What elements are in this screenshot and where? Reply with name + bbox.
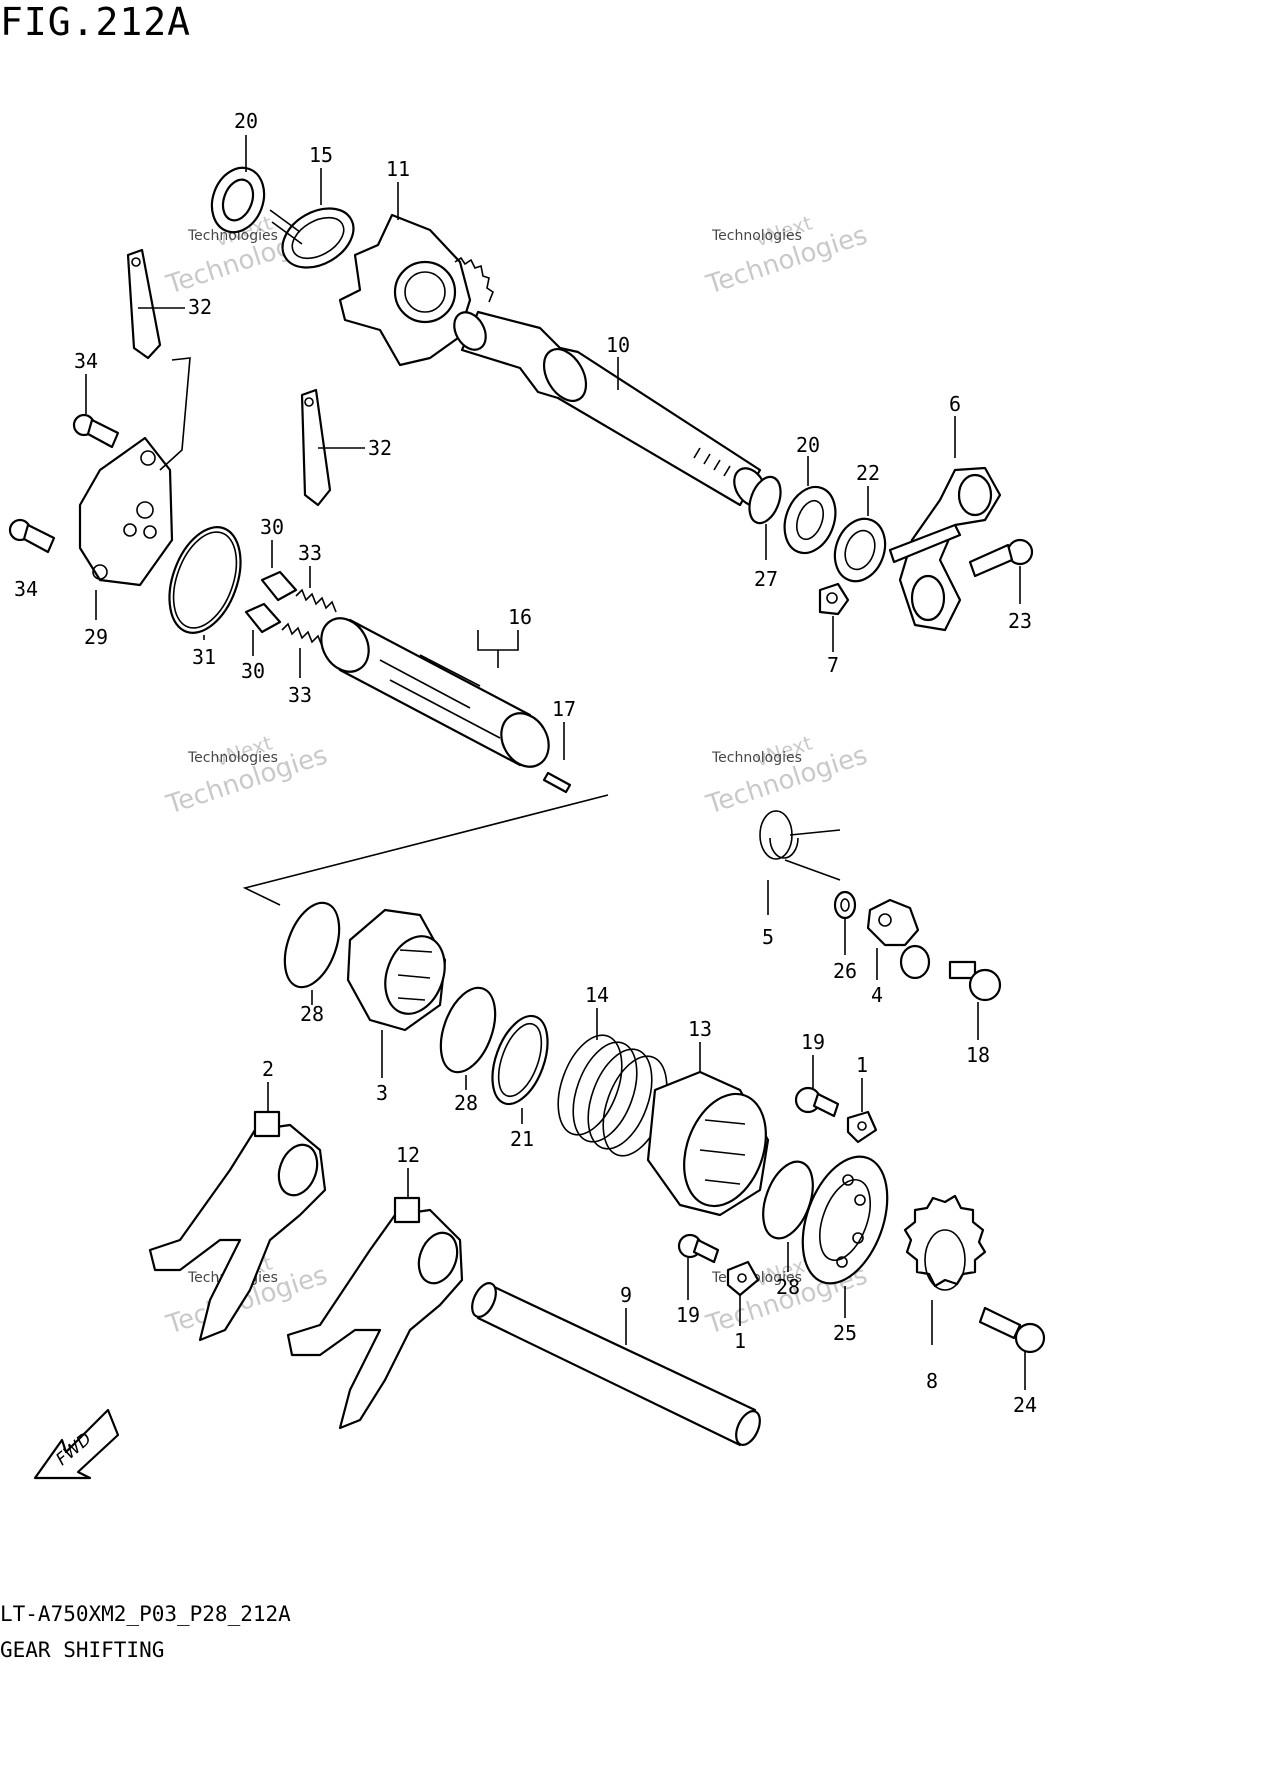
clip-32-middle bbox=[300, 388, 332, 507]
oil-seal-22 bbox=[833, 517, 887, 583]
callout-label: 28 bbox=[454, 1091, 478, 1115]
callout-label: 1 bbox=[734, 1329, 746, 1353]
bolt-34-upper bbox=[72, 413, 120, 449]
figure-name: GEAR SHIFTING bbox=[0, 1638, 165, 1662]
callout-label: 32 bbox=[368, 436, 392, 460]
fork-shaft-9 bbox=[471, 1282, 761, 1447]
circlip-27 bbox=[748, 475, 782, 525]
cover-29 bbox=[78, 357, 191, 587]
shift-cam-16 bbox=[320, 617, 550, 768]
callout-label: 22 bbox=[856, 461, 880, 485]
pin-17 bbox=[542, 771, 572, 794]
callout-label: 20 bbox=[796, 433, 820, 457]
washer-20-top bbox=[210, 166, 266, 234]
callout-label: 3 bbox=[376, 1081, 388, 1105]
washer-26 bbox=[833, 890, 857, 920]
gear-8 bbox=[903, 1194, 987, 1291]
callout-label: 17 bbox=[552, 697, 576, 721]
callout-label: 12 bbox=[396, 1143, 420, 1167]
callout-label: 15 bbox=[309, 143, 333, 167]
watermark-caption: Technologies bbox=[187, 750, 278, 766]
callout-label: 11 bbox=[386, 157, 410, 181]
callout-label: 28 bbox=[776, 1275, 800, 1299]
callout-label: 1 bbox=[856, 1053, 868, 1077]
callout-label: 23 bbox=[1008, 609, 1032, 633]
callout-label: 16 bbox=[508, 605, 532, 629]
leader-lines bbox=[85, 135, 1026, 1390]
callout-label: 19 bbox=[801, 1030, 825, 1054]
callout-label: 4 bbox=[871, 983, 883, 1007]
plate-1-lower bbox=[726, 1260, 760, 1297]
callout-label: 6 bbox=[949, 392, 961, 416]
callout-label: 25 bbox=[833, 1321, 857, 1345]
bolt-19-lower bbox=[677, 1233, 720, 1264]
watermark-caption: Technologies bbox=[711, 228, 802, 244]
fwd-arrow-icon: FWD bbox=[33, 1408, 120, 1480]
o-ring-31 bbox=[168, 526, 242, 634]
callout-label: 31 bbox=[192, 645, 216, 669]
callout-label: 10 bbox=[606, 333, 630, 357]
plate-1-upper bbox=[846, 1110, 878, 1144]
callout-label: 33 bbox=[288, 683, 312, 707]
circlip-28-left bbox=[283, 901, 341, 989]
washer-21 bbox=[491, 1014, 549, 1106]
gearshift-lever-6 bbox=[888, 466, 1002, 632]
figure-title: FIG.212A bbox=[0, 0, 192, 44]
stopper-4 bbox=[866, 898, 931, 980]
shift-fork-12 bbox=[286, 1196, 464, 1430]
bolt-23 bbox=[968, 538, 1034, 578]
callout-label: 8 bbox=[926, 1369, 938, 1393]
figure-code: LT-A750XM2_P03_P28_212A bbox=[0, 1602, 291, 1626]
washer-20-right bbox=[783, 485, 837, 555]
callout-label: 18 bbox=[966, 1043, 990, 1067]
bolt-19-upper bbox=[794, 1086, 840, 1118]
assembly-boundary-line bbox=[242, 794, 609, 906]
callout-label: 20 bbox=[234, 109, 258, 133]
pin-30-lower bbox=[244, 602, 282, 634]
shift-fork-2 bbox=[148, 1110, 327, 1342]
callout-label: 21 bbox=[510, 1127, 534, 1151]
callout-label: 32 bbox=[188, 295, 212, 319]
watermark-caption: Technologies bbox=[187, 228, 278, 244]
bolt-24 bbox=[978, 1306, 1046, 1354]
callout-label: 19 bbox=[676, 1303, 700, 1327]
gearshift-arm-11 bbox=[338, 213, 494, 367]
callout-label: 7 bbox=[827, 653, 839, 677]
spring-33-lower bbox=[281, 622, 323, 647]
callout-label: 27 bbox=[754, 567, 778, 591]
callout-label: 9 bbox=[620, 1283, 632, 1307]
spring-5 bbox=[759, 810, 841, 881]
watermark-caption: Technologies bbox=[711, 750, 802, 766]
return-spring-15 bbox=[269, 207, 355, 269]
callout-label: 34 bbox=[14, 577, 38, 601]
callout-label: 34 bbox=[74, 349, 98, 373]
callout-label: 24 bbox=[1013, 1393, 1037, 1417]
callout-label: 13 bbox=[688, 1017, 712, 1041]
callout-label: 5 bbox=[762, 925, 774, 949]
circlip-28-middle bbox=[439, 986, 497, 1074]
callout-label: 30 bbox=[260, 515, 284, 539]
callout-label: 26 bbox=[833, 959, 857, 983]
nut-7 bbox=[818, 582, 850, 616]
clip-32-upper bbox=[126, 248, 162, 360]
callout-label: 14 bbox=[585, 983, 609, 1007]
callout-label: 28 bbox=[300, 1002, 324, 1026]
bearing-25 bbox=[801, 1155, 889, 1285]
bolt-18 bbox=[948, 960, 1002, 1002]
cam-guide-3 bbox=[346, 908, 447, 1032]
bolt-34-lower bbox=[8, 518, 56, 554]
callout-label: 2 bbox=[262, 1057, 274, 1081]
pawl-lifter-13 bbox=[646, 1070, 770, 1217]
pin-30-upper bbox=[260, 570, 298, 602]
callout-labels: 20 15 11 32 10 34 32 6 20 22 30 33 34 27… bbox=[14, 109, 1037, 1417]
callout-label: 29 bbox=[84, 625, 108, 649]
callout-label: 30 bbox=[241, 659, 265, 683]
spring-33-upper bbox=[295, 588, 337, 613]
callout-label: 33 bbox=[298, 541, 322, 565]
